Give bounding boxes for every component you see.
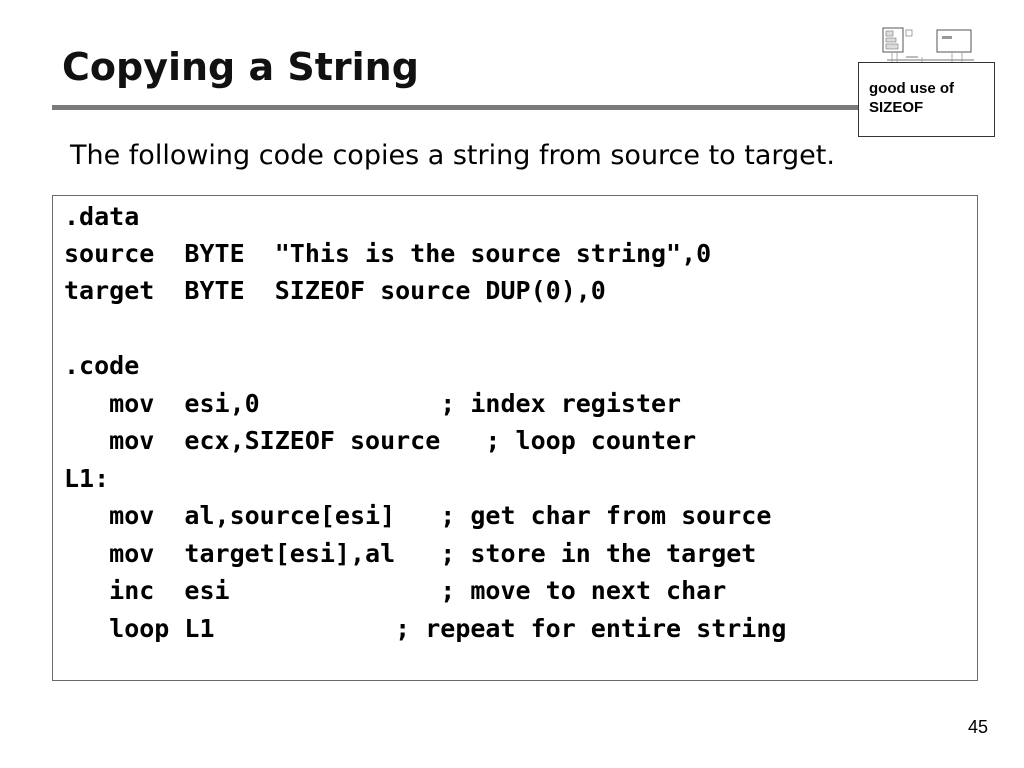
code-line: loop L1 ; repeat for entire string bbox=[64, 614, 787, 643]
code-line: mov target[esi],al ; store in the target bbox=[64, 539, 757, 568]
page-number: 45 bbox=[967, 717, 988, 737]
note-text: good use of SIZEOF bbox=[869, 80, 954, 116]
code-line: source BYTE "This is the source string",… bbox=[64, 239, 712, 268]
slide-title: Copying a String bbox=[62, 45, 419, 89]
code-line: mov al,source[esi] ; get char from sourc… bbox=[64, 501, 772, 530]
title-divider bbox=[52, 105, 972, 110]
code-line: inc esi ; move to next char bbox=[64, 576, 727, 605]
code-line: target BYTE SIZEOF source DUP(0),0 bbox=[64, 276, 606, 305]
code-line: mov esi,0 ; index register bbox=[64, 389, 682, 418]
code-line: mov ecx,SIZEOF source ; loop counter bbox=[64, 426, 697, 455]
note-box: good use of SIZEOF bbox=[858, 62, 995, 137]
code-block: .data source BYTE "This is the source st… bbox=[52, 195, 978, 681]
code-line: .code bbox=[64, 351, 140, 380]
slide-subtitle: The following code copies a string from … bbox=[70, 140, 835, 171]
code-line: .data bbox=[64, 202, 140, 231]
code-line: L1: bbox=[64, 464, 110, 493]
